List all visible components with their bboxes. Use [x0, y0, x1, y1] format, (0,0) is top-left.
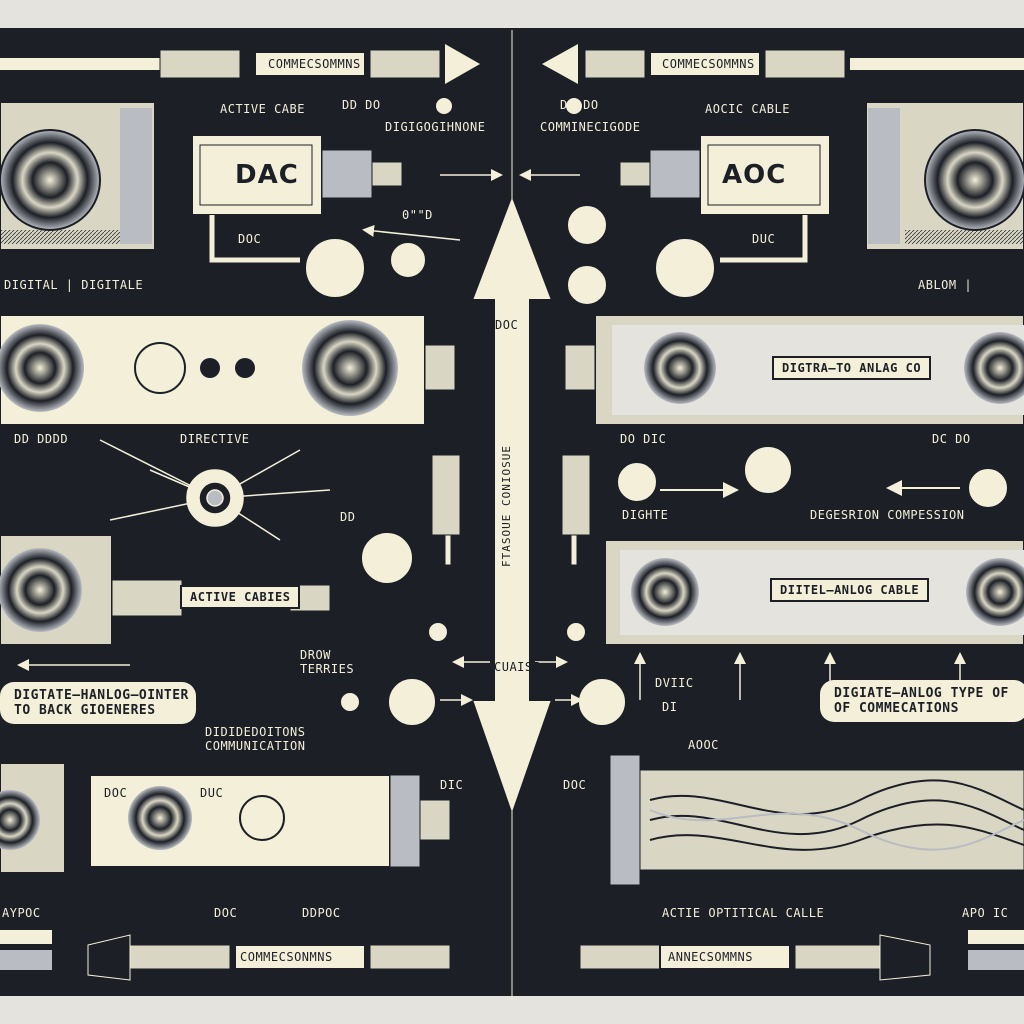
directive-hub — [99, 439, 331, 541]
detection-compression-label: DEGESRION COMPESSION — [810, 508, 965, 522]
top-right-cable — [542, 44, 1024, 84]
active-cables-label: ACTIVE CABIES — [180, 585, 301, 609]
bottom-left-connector-label: COMMECSONMNS — [240, 950, 333, 964]
digital-analog-back-label: DIGTATE–HANLOG–OINTER TO BACK GIOENERES — [0, 682, 196, 724]
fiber-bundle — [609, 754, 1024, 886]
driow-label: DROW TERRIES — [300, 648, 355, 676]
speaker-top-left — [0, 101, 156, 251]
digital-to-analog-label: DIGTRA–TO ANLAG CO — [772, 356, 932, 380]
doc-footer-label: DOC — [214, 906, 238, 920]
zero-label: 0""D — [402, 208, 433, 222]
aoc-module — [619, 134, 831, 263]
bottom-cables — [0, 930, 1024, 981]
di-label: DI — [662, 700, 678, 714]
right-duc-label: DUC — [752, 232, 776, 246]
speaker-mid-left — [0, 534, 331, 646]
dd-top-left-label: DD DO — [342, 98, 381, 112]
aypoc-label: AYPOC — [2, 906, 41, 920]
ddpoc-label: DDPOC — [302, 906, 341, 920]
doc-bottom-right-label: DOC — [563, 778, 587, 792]
panel-right-mid — [564, 314, 1024, 426]
doc-bottom-label: DOC — [104, 786, 128, 800]
digi-convenience-label: DIGIGOGIHNONE — [385, 120, 486, 134]
digital-label: DIGITAL | DIGITALE — [4, 278, 144, 292]
dac-title: DAC — [235, 160, 299, 190]
dic-bottom-label: DIC — [440, 778, 464, 792]
dighte-label: DIGHTE — [622, 508, 669, 522]
apoic-label: APO IC — [962, 906, 1009, 920]
icon-circles-right — [616, 445, 1009, 509]
active-optical-label: ACTIE OPTITICAL CALLE — [662, 906, 825, 920]
top-left-cable — [0, 44, 480, 84]
top-right-connector-label: COMMECSOMMNS — [662, 57, 755, 71]
icon-circles-lower — [339, 531, 627, 727]
digital-analog-cable-label: DIITEL–ANLOG CABLE — [770, 578, 930, 602]
dd-mid-label: DD — [340, 510, 356, 524]
top-left-connector-label: COMMECSOMMNS — [268, 57, 361, 71]
directive-label: DIRECTIVE — [180, 432, 250, 446]
left-doc-label: DOC — [238, 232, 262, 246]
bottom-right-connector-label: ANNECSOMMNS — [668, 950, 753, 964]
dd-row-left-label: DD DDDD — [14, 432, 69, 446]
panel-left-mid — [0, 314, 456, 426]
center-double-arrow — [470, 30, 554, 1000]
digital-connection-label: DIDIDEDOITONS COMMUNICATION — [205, 725, 306, 753]
icon-circles-top — [304, 96, 716, 306]
dd-row-right-label: DO DIC — [620, 432, 667, 446]
center-bottom-label: CUAISI — [494, 660, 541, 674]
bottom-left-device — [0, 762, 451, 874]
dc-right-label: DC DO — [932, 432, 971, 446]
top-frame-band — [0, 0, 1024, 28]
center-doc-label: DOC — [495, 318, 519, 332]
duc-bottom-label: DUC — [200, 786, 224, 800]
dvic-label: DVIIC — [655, 676, 694, 690]
aoc-title: AOC — [722, 160, 787, 190]
digital-analog-types-label: DIGIATE–ANLOG TYPE OF OF COMMECATIONS — [820, 680, 1024, 722]
dac-module — [191, 134, 403, 263]
vertical-plugs — [431, 454, 591, 566]
speaker-top-right — [865, 101, 1024, 251]
comm-top-right-label: COMMINECIGODE — [540, 120, 641, 134]
do-top-right-label: DO DO — [560, 98, 599, 112]
analog-right-label: ABLOM | — [918, 278, 973, 292]
bottom-frame-band — [0, 996, 1024, 1024]
aooc-label: AOOC — [688, 738, 719, 752]
aoc-cable-label: AOCIC CABLE — [705, 102, 790, 116]
active-cable-label: ACTIVE CABE — [220, 102, 305, 116]
center-vertical-label: FTASOUE CONIOSUE — [500, 445, 513, 567]
